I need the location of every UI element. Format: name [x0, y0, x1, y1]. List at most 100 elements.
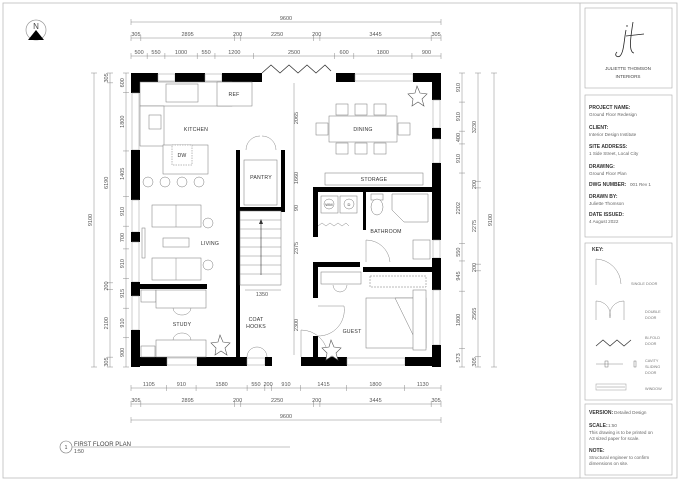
key-label: KEY: — [592, 247, 604, 253]
dimension-label: 2250 — [271, 32, 283, 38]
dim-2300: 2300 — [294, 319, 300, 331]
exterior-walls — [131, 73, 441, 367]
key-double-door-1: DOUBLE — [645, 310, 661, 314]
project-name: Ground Floor Redesign — [589, 112, 637, 117]
guest-furniture — [317, 271, 427, 361]
dimension-label: 1405 — [120, 168, 126, 180]
dimension-label: 9100 — [488, 214, 494, 226]
dimension-label: 1800 — [369, 382, 381, 388]
notes-box — [584, 403, 673, 476]
dimension-label: 305 — [131, 32, 140, 38]
dimension-label: 200 — [104, 281, 110, 290]
key-cavity-1: CAVITY — [645, 359, 659, 363]
dimension-label: 200 — [233, 32, 242, 38]
key-bifold-1: BI-FOLD — [645, 336, 660, 340]
plan-number: 1 — [65, 445, 68, 451]
key-single-door: SINGLE DOOR — [631, 282, 658, 286]
dimension-label: 1200 — [228, 50, 240, 56]
dimension-label: 550 — [151, 50, 160, 56]
dimension-label: 500 — [134, 50, 143, 56]
logo-box — [584, 7, 673, 89]
note-1: Structural engineer to confirm — [589, 455, 649, 460]
dimension-label: 910 — [456, 112, 462, 121]
dimension-label: 700 — [120, 233, 126, 242]
dwg-number-label: DWG NUMBER: — [589, 182, 627, 188]
label-wm: WM — [325, 202, 333, 207]
double-door-icon — [595, 300, 625, 320]
dimension-label: 305 — [104, 73, 110, 82]
scale-label: SCALE: — [589, 423, 608, 429]
dimension-label: 910 — [120, 207, 126, 216]
key-cavity-2: SLIDING — [645, 365, 660, 369]
key-box — [584, 242, 673, 401]
dimension-label: 200 — [233, 398, 242, 404]
dimension-label: 2275 — [472, 220, 478, 232]
dimension-label: 305 — [431, 32, 440, 38]
dimension-label: 3445 — [369, 398, 381, 404]
drawing-label: DRAWING: — [589, 164, 615, 170]
dimension-label: 400 — [456, 133, 462, 142]
title-block: JULIETTE THOMSON INTERIORS PROJECT NAME:… — [584, 7, 673, 476]
project-info-box — [584, 94, 673, 238]
drawn-by-label: DRAWN BY: — [589, 194, 618, 200]
dimension-label: 200 — [263, 382, 272, 388]
bifold-door — [261, 64, 332, 74]
project-name-label: PROJECT NAME: — [589, 105, 631, 111]
dimension-label: 910 — [456, 154, 462, 163]
label-coat: COAT — [249, 317, 264, 323]
dimension-label: 910 — [120, 318, 126, 327]
staircase — [239, 210, 282, 286]
key-cavity-3: DOOR — [645, 371, 657, 375]
dimension-label: 3445 — [369, 32, 381, 38]
note-label: NOTE: — [589, 448, 605, 454]
site-address: 1 Side Street, Local City — [589, 151, 639, 156]
dimension-label: 200 — [312, 398, 321, 404]
window-icon — [595, 383, 627, 391]
dimension-label: 1580 — [215, 382, 227, 388]
dimension-label: 1415 — [317, 382, 329, 388]
scale-note-2: A3 sized paper for scale. — [589, 436, 640, 441]
interior-walls — [140, 150, 432, 357]
study-furniture — [140, 289, 329, 358]
dim-2065: 2065 — [294, 112, 300, 124]
dimension-label: 6190 — [104, 177, 110, 189]
dimension-label: 573 — [456, 353, 462, 362]
dimension-label: 900 — [120, 348, 126, 357]
dimension-label: 2895 — [181, 398, 193, 404]
dimension-label: 550 — [201, 50, 210, 56]
note-2: dimensions on site. — [589, 461, 628, 466]
dimension-label: 200 — [312, 32, 321, 38]
dimension-label: 9600 — [280, 16, 292, 22]
dimension-label: 1130 — [417, 382, 429, 388]
dwg-number: 001 Rev 1 — [630, 182, 651, 187]
key-double-door-2: DOOR — [645, 316, 657, 320]
version-label: VERSION: — [589, 410, 614, 416]
scale: 1:50 — [608, 423, 617, 428]
bifold-door-icon — [595, 339, 632, 347]
plan-title-text: FIRST FLOOR PLAN — [74, 442, 131, 448]
label-hooks: HOOKS — [246, 324, 266, 330]
dimension-label: 550 — [251, 382, 260, 388]
dimension-label: 1105 — [143, 382, 155, 388]
north-label: N — [33, 22, 39, 31]
plan: KITCHEN REF DW PANTRY DINING STORAGE WM … — [131, 64, 441, 367]
label-dw: DW — [177, 153, 186, 159]
dimension-label: 910 — [456, 83, 462, 92]
company-subtitle: INTERIORS — [615, 74, 640, 79]
dimension-label: 915 — [120, 289, 126, 298]
room-label-pantry: PANTRY — [250, 175, 272, 181]
client-label: CLIENT: — [589, 125, 609, 131]
interior-dimensions: 1350 2065 1660 90 2375 2300 — [245, 83, 300, 355]
scale-note-1: This drawing is to be printed on — [589, 430, 653, 435]
date-issued-label: DATE ISSUED: — [589, 212, 624, 218]
drawing: Ground Floor Plan — [589, 171, 627, 176]
dimension-label: 910 — [281, 382, 290, 388]
dim-90: 90 — [294, 205, 300, 211]
version: Detailed Design — [614, 410, 647, 415]
dimension-label: 900 — [422, 50, 431, 56]
label-storage: STORAGE — [361, 177, 388, 183]
site-address-label: SITE ADDRESS: — [589, 144, 628, 150]
cavity-sliding-door-icon — [596, 360, 637, 368]
